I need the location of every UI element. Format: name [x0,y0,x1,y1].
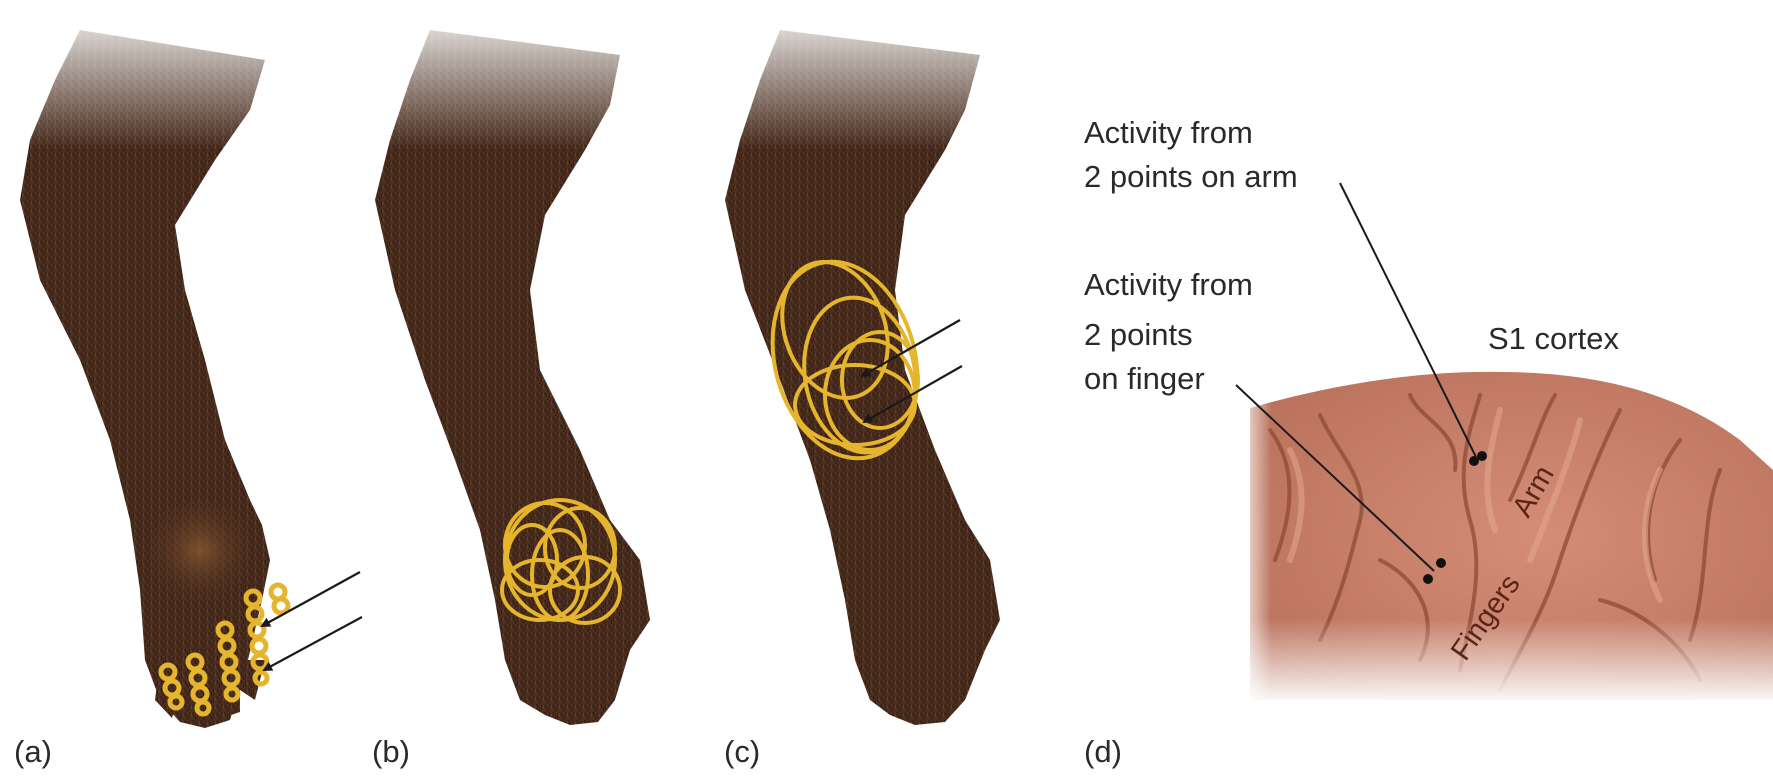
finger-activity-dot-2 [1436,558,1446,568]
arm-activity-dot-2 [1477,451,1487,461]
panel-label-a: (a) [14,734,52,770]
arm-activity-label-line2: 2 points on arm [1084,158,1298,196]
cortex-d [1236,183,1773,705]
finger-activity-label-line2: 2 points [1084,316,1193,354]
finger-activity-label-line1: Activity from [1084,266,1253,304]
panel-label-b: (b) [372,734,410,770]
finger-activity-label-line3: on finger [1084,360,1205,398]
s1-cortex-label: S1 cortex [1488,320,1619,358]
arm-b [360,0,680,725]
finger-activity-dot-1 [1423,574,1433,584]
panel-label-c: (c) [724,734,760,770]
arm-activity-label-line1: Activity from [1084,114,1253,152]
arm-a [0,0,362,728]
panel-label-d: (d) [1084,734,1122,770]
arrow-a-lower [264,617,362,670]
arm-c [700,0,1020,725]
